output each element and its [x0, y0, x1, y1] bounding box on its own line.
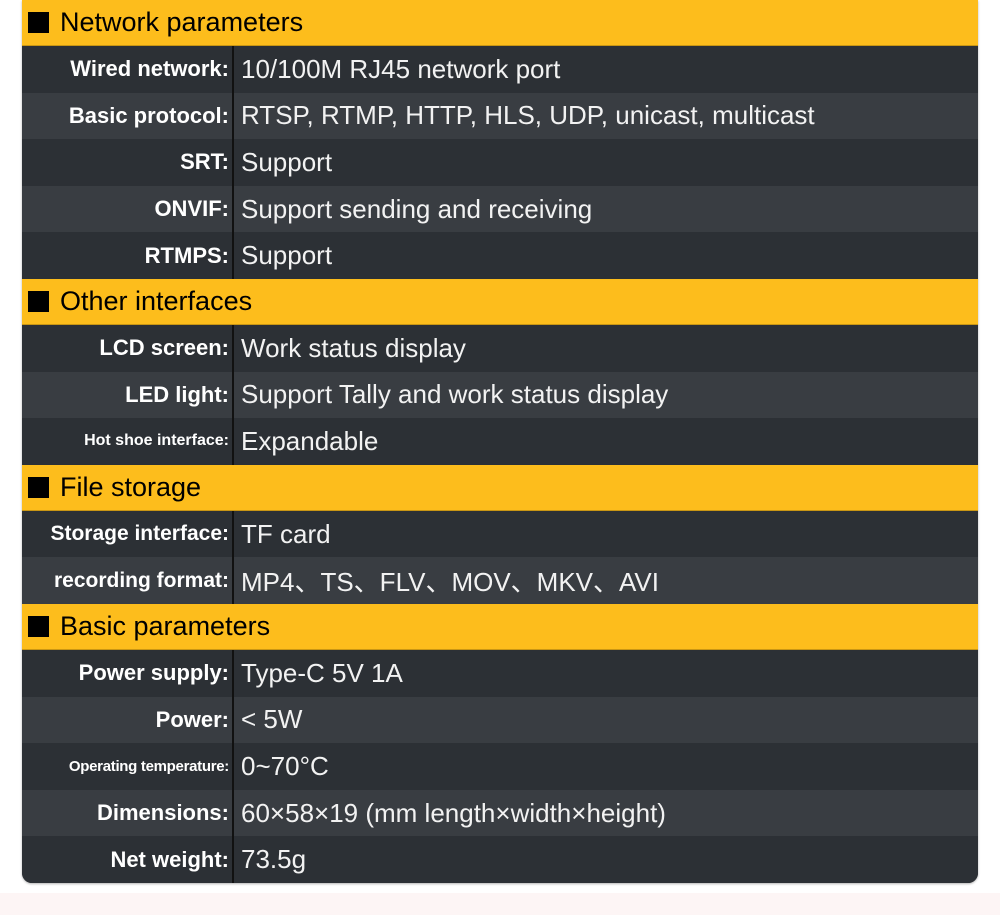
spec-row: Dimensions: 60×58×19 (mm length×width×hei… [22, 789, 978, 837]
spec-value: Type-C 5V 1A [241, 657, 403, 688]
spec-label: Wired network: [70, 56, 229, 82]
spec-label: Basic protocol: [68, 102, 229, 128]
spec-row: recording format: MP4、TS、FLV、MOV、MKV、AVI [22, 557, 978, 604]
column-divider [232, 185, 234, 233]
column-divider [232, 743, 234, 790]
page-background [0, 893, 1000, 915]
square-bullet-icon [28, 12, 49, 33]
square-bullet-icon [28, 476, 49, 498]
spec-label: Storage interface: [50, 522, 229, 546]
spec-label: Net weight: [110, 846, 229, 872]
spec-row: Power supply: Type-C 5V 1A [22, 649, 978, 697]
spec-label: LCD screen: [99, 335, 229, 361]
spec-label: SRT: [180, 149, 229, 175]
column-divider [232, 649, 234, 697]
spec-row: LCD screen: Work status display [22, 324, 978, 372]
spec-row: RTMPS: Support [22, 232, 978, 279]
column-divider [232, 696, 234, 744]
column-divider [232, 789, 234, 837]
spec-row: SRT: Support [22, 139, 978, 186]
spec-label: Power: [155, 706, 229, 732]
column-divider [232, 418, 234, 465]
column-divider [232, 139, 234, 186]
spec-row: Basic protocol: RTSP, RTMP, HTTP, HLS, UD… [22, 92, 978, 140]
spec-value: Expandable [241, 425, 379, 456]
column-divider [232, 46, 234, 93]
spec-row: Net weight: 73.5g [22, 836, 978, 883]
spec-row: Hot shoe interface: Expandable [22, 418, 978, 465]
section-header: File storage [22, 464, 978, 511]
spec-row: Wired network: 10/100M RJ45 network port [22, 46, 978, 93]
spec-value: MP4、TS、FLV、MOV、MKV、AVI [241, 567, 659, 598]
spec-label: RTMPS: [144, 242, 229, 268]
spec-value: Support [241, 146, 333, 177]
spec-value: < 5W [241, 704, 303, 735]
spec-label: LED light: [125, 381, 229, 407]
spec-label: Power supply: [78, 660, 229, 686]
spec-row: ONVIF: Support sending and receiving [22, 185, 978, 233]
spec-value: Support [241, 240, 333, 271]
column-divider [232, 92, 234, 140]
spec-value: Support sending and receiving [241, 193, 593, 224]
column-divider [232, 510, 234, 558]
square-bullet-icon [28, 290, 49, 312]
spec-row: Operating temperature: 0~70°C [22, 743, 978, 790]
spec-value: TF card [241, 518, 331, 549]
section-title: File storage [60, 471, 202, 502]
spec-label: recording format: [53, 568, 229, 592]
column-divider [232, 557, 234, 604]
section-header: Network parameters [22, 0, 978, 46]
spec-value: 60×58×19 (mm length×width×height) [241, 797, 666, 828]
section-title: Network parameters [60, 7, 304, 37]
spec-value: Work status display [241, 332, 466, 363]
section-header: Other interfaces [22, 278, 978, 325]
section-header: Basic parameters [22, 603, 978, 650]
spec-row: Power: < 5W [22, 696, 978, 744]
section-title: Basic parameters [60, 610, 271, 641]
spec-value: 0~70°C [241, 750, 329, 781]
column-divider [232, 324, 234, 372]
spec-label: Hot shoe interface: [84, 432, 229, 450]
spec-value: 73.5g [241, 844, 307, 875]
column-divider [232, 371, 234, 419]
spec-label: Dimensions: [96, 800, 229, 826]
column-divider [232, 836, 234, 883]
spec-label: Operating temperature: [68, 757, 229, 775]
spec-label: ONVIF: [154, 196, 229, 222]
column-divider [232, 232, 234, 279]
spec-row: LED light: Support Tally and work status … [22, 371, 978, 419]
section-title: Other interfaces [60, 285, 253, 316]
square-bullet-icon [28, 615, 49, 637]
spec-row: Storage interface: TF card [22, 510, 978, 558]
spec-value: 10/100M RJ45 network port [241, 53, 561, 84]
spec-value: RTSP, RTMP, HTTP, HLS, UDP, unicast, mul… [241, 100, 815, 131]
spec-value: Support Tally and work status display [241, 379, 669, 410]
